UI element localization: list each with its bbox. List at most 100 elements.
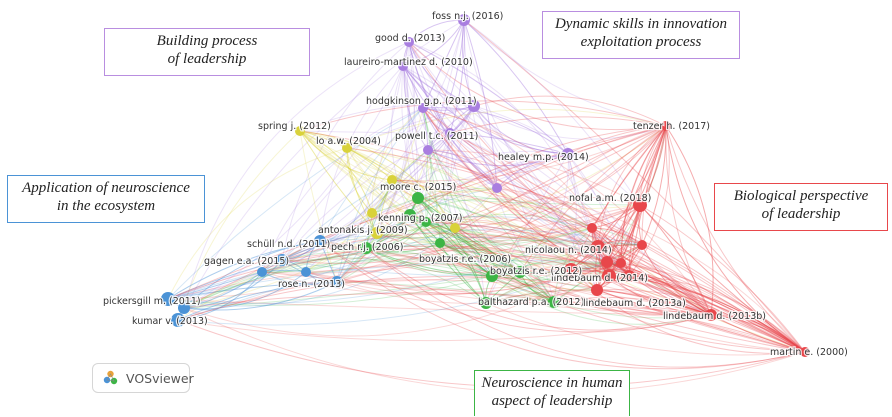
network-edge: [408, 41, 419, 199]
network-edge: [281, 249, 555, 303]
network-edge: [639, 204, 712, 316]
network-edge: [305, 149, 429, 273]
network-edge: [567, 153, 712, 316]
network-edge: [371, 212, 441, 244]
network-edge: [445, 132, 456, 229]
network-edge: [596, 289, 712, 316]
cluster-label-line: of leadership: [167, 51, 247, 67]
network-edge: [473, 105, 667, 140]
network-edge: [427, 149, 441, 244]
network-edge: [319, 153, 569, 242]
network-edge: [454, 227, 712, 316]
node-label: martin e. (2000): [770, 347, 848, 358]
network-edge: [496, 125, 667, 189]
network-edge: [167, 259, 283, 300]
network-node: [360, 242, 372, 254]
network-edge: [491, 227, 593, 277]
network-edge: [427, 149, 630, 277]
network-edge: [665, 125, 806, 353]
cluster-label-line: aspect of leadership: [491, 393, 613, 409]
network-edge: [439, 242, 806, 353]
network-edge: [570, 267, 712, 316]
network-edge: [319, 105, 475, 242]
network-edge: [417, 197, 712, 316]
network-node: [412, 192, 424, 204]
network-edge: [422, 107, 610, 277]
network-edge: [608, 204, 641, 277]
network-edge: [463, 19, 555, 303]
network-node-unlabeled: [423, 145, 433, 155]
network-edge: [346, 147, 806, 353]
network-edge: [454, 227, 555, 303]
network-edge: [281, 105, 475, 261]
network-edge: [402, 65, 598, 291]
network-edge: [402, 65, 475, 107]
node-label: lo a.w. (2004): [316, 136, 381, 147]
network-edge: [261, 221, 427, 273]
network-edge: [519, 244, 643, 274]
network-edge: [519, 153, 569, 273]
network-edge: [425, 221, 493, 277]
network-edge: [319, 235, 521, 273]
network-edge: [402, 65, 521, 273]
node-label: gagen e.a. (2015): [204, 256, 289, 267]
network-edge: [408, 41, 451, 134]
network-edge: [336, 107, 424, 283]
network-edge: [365, 247, 521, 276]
network-edge: [167, 179, 393, 300]
network-edge: [449, 132, 630, 277]
network-edge: [417, 197, 521, 273]
network-edge: [299, 103, 475, 132]
network-edge: [183, 259, 283, 309]
network-edge: [177, 204, 641, 321]
network-edge: [454, 227, 599, 251]
network-node: [276, 254, 288, 266]
network-edge: [365, 221, 427, 249]
network-node: [445, 128, 455, 138]
network-edge: [376, 125, 667, 234]
network-edge: [177, 261, 608, 326]
network-edge: [177, 227, 456, 321]
network-edge: [519, 125, 667, 273]
network-edge: [463, 19, 498, 189]
network-edge: [439, 242, 521, 273]
network-edge: [597, 125, 667, 248]
network-node: [623, 270, 635, 282]
cluster-label-line: exploitation process: [580, 34, 702, 50]
network-edge: [376, 107, 424, 234]
cluster-label-application-neuroscience: Application of neuroscience in the ecosy…: [7, 175, 205, 223]
network-edge: [454, 227, 806, 353]
network-edge: [391, 179, 555, 303]
network-edge: [485, 289, 598, 304]
network-edge: [454, 153, 569, 229]
network-edge: [463, 19, 569, 155]
network-edge: [641, 125, 667, 246]
network-edge: [402, 65, 569, 155]
network-edge: [281, 232, 712, 316]
network-edge: [299, 130, 712, 316]
network-edge: [491, 261, 630, 277]
network-edge: [319, 240, 712, 333]
network-edges: [167, 19, 806, 394]
network-node-unlabeled: [387, 175, 397, 185]
network-edge: [281, 179, 393, 261]
node-label: spring j. (2012): [258, 121, 331, 132]
node-label: nofal a.m. (2018): [569, 193, 651, 204]
network-edge: [491, 275, 555, 303]
node-label: pickersgill m. (2011): [103, 296, 201, 307]
network-edge: [177, 271, 263, 321]
cluster-label-line: Application of neuroscience: [22, 180, 190, 196]
network-edge: [167, 147, 348, 300]
network-edge: [408, 41, 487, 304]
network-edge: [391, 125, 667, 182]
network-edge: [439, 105, 475, 244]
network-edge: [299, 130, 593, 230]
network-edge: [422, 107, 432, 223]
network-edge: [449, 132, 498, 189]
node-label: boyatzis r.e. (2012): [490, 266, 582, 277]
network-node: [548, 296, 560, 308]
network-edge: [485, 301, 806, 353]
network-edge: [281, 249, 806, 353]
network-edge: [346, 147, 498, 192]
network-edge: [620, 262, 806, 353]
